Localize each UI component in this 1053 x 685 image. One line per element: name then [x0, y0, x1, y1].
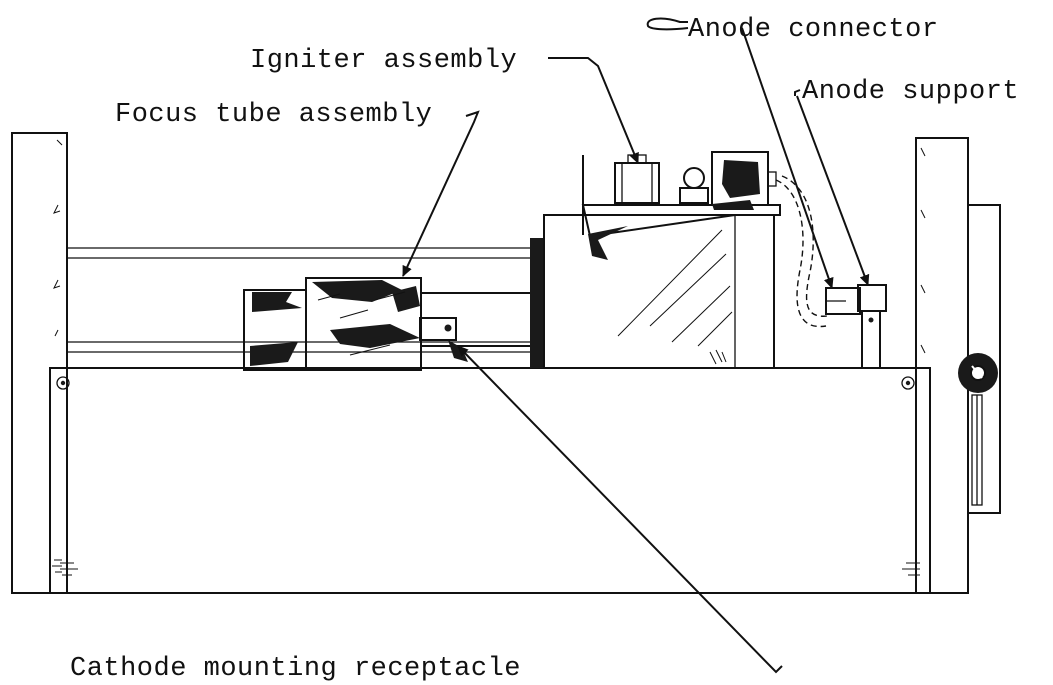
leader-focus-tube-assembly — [402, 110, 480, 277]
side-bracket — [967, 204, 1001, 514]
side-knob — [958, 353, 998, 393]
label-igniter-assembly: Igniter assembly — [250, 46, 517, 76]
label-cathode-mounting-receptacle: Cathode mounting receptacle — [70, 654, 521, 684]
leader-anode-connector — [646, 17, 834, 289]
mounting-screw-left — [56, 376, 70, 390]
base-plate — [49, 367, 931, 594]
anode-lead-cable — [775, 175, 829, 328]
guide-rods — [67, 247, 540, 353]
leader-cathode-mounting-receptacle — [457, 345, 783, 674]
label-focus-tube-assembly: Focus tube assembly — [115, 100, 432, 130]
anode-housing — [530, 155, 781, 369]
igniter-assembly — [614, 151, 777, 210]
cathode-mounting-receptacle — [419, 317, 468, 362]
mounting-screw-right — [901, 376, 915, 390]
label-anode-connector: Anode connector — [688, 15, 939, 45]
anode-connector — [825, 287, 861, 315]
label-anode-support: Anode support — [802, 77, 1019, 107]
leader-anode-support — [794, 89, 870, 286]
focus-tube-assembly — [243, 277, 532, 371]
left-end-plate — [11, 132, 68, 594]
leader-igniter-assembly — [548, 57, 639, 164]
anode-support — [857, 284, 887, 369]
